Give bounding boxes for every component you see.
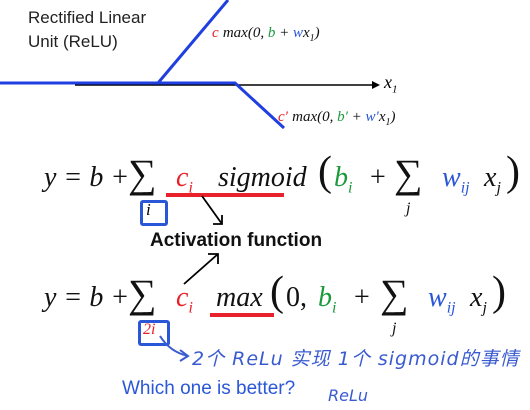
eq1-w: wij: [442, 162, 470, 197]
formula-top-x: x: [302, 25, 310, 41]
formula-top-w: w: [292, 25, 303, 41]
relu-title: Rectified Linear Unit (ReLU): [28, 8, 147, 51]
axis-label-sub: 1: [392, 83, 398, 96]
note-arrow: [159, 335, 190, 362]
eq2-c: ci: [176, 282, 193, 317]
eq2-b: bi: [318, 282, 337, 317]
formula-top-open: (0,: [247, 25, 268, 41]
formula-bottom-sub: 1: [385, 117, 391, 128]
handwritten-answer: ReLu: [328, 386, 369, 405]
formula-bottom-open: (0,: [317, 109, 338, 125]
formula-bottom-close: ): [390, 109, 396, 125]
eq1-paren-close: ): [506, 149, 520, 195]
equation-sigmoid: y = b + ∑ ci sigmoid ( bi + ∑ j wij xj ): [0, 148, 530, 218]
x-axis-arrow: [372, 81, 380, 89]
question-text: Which one is better?: [122, 378, 296, 399]
relu-lower-curve: [0, 81, 286, 130]
eq2-sum2: ∑: [380, 271, 409, 316]
eq1-idx: i: [146, 200, 151, 219]
formula-bottom: c′ max(0, b′ + w′x1): [278, 108, 396, 128]
eq2-paren-open: (: [270, 269, 284, 315]
formula-top-close: ): [314, 25, 320, 41]
eq1-idx2: j: [406, 200, 411, 217]
eq1-sum2: ∑: [394, 151, 423, 196]
eq1-fn: sigmoid: [218, 162, 307, 193]
formula-top-b: b: [267, 25, 276, 41]
formula-bottom-x: x: [378, 109, 386, 125]
eq1-index-box: [140, 200, 168, 226]
equation-relu: y = b + ∑ ci max ( 0, bi + ∑ j wij xj ): [0, 268, 530, 338]
arrow-up-head: [208, 253, 219, 264]
note-arrow-head: [179, 349, 190, 362]
eq2-x: xj: [470, 282, 487, 317]
eq2-paren-close: ): [492, 269, 506, 315]
axis-label-x: x: [384, 72, 392, 92]
eq2-index-box: [138, 320, 170, 346]
eq1-b: bi: [334, 162, 353, 197]
eq1-x: xj: [484, 162, 501, 197]
eq2-lhs: y = b +: [44, 282, 130, 313]
eq2-w: wij: [428, 282, 456, 317]
formula-top: c max(0, b + wx1): [212, 24, 320, 44]
formula-bottom-b: b′: [337, 109, 348, 125]
eq1-lhs: y = b +: [44, 162, 130, 193]
eq2-idx: 2i: [143, 321, 156, 338]
eq1-c: ci: [176, 162, 193, 197]
eq2-sum: ∑: [128, 271, 157, 316]
note-arrow-path: [159, 335, 189, 357]
eq2-fn: max: [216, 282, 263, 313]
formula-bottom-max: max: [292, 109, 318, 125]
formula-top-c: c: [212, 25, 219, 41]
relu-graph: [0, 0, 380, 130]
arrow-down-line: [201, 195, 223, 225]
axis-label: x1: [384, 72, 398, 96]
eq2-idx2: j: [392, 320, 397, 337]
formula-bottom-w: w′: [365, 109, 379, 125]
formula-bottom-plus: +: [347, 109, 366, 125]
eq1-plus: +: [370, 162, 386, 193]
arrow-up-line: [183, 253, 219, 285]
eq1-sum: ∑: [128, 151, 157, 196]
eq1-paren-open: (: [318, 149, 332, 195]
max-underline: [210, 313, 274, 317]
formula-top-max: max: [222, 25, 248, 41]
formula-top-plus: +: [275, 25, 293, 41]
eq2-zero: 0,: [286, 282, 307, 313]
handwritten-note: 2个 ReLu 实现 1个 sigmoid的事情: [192, 348, 520, 370]
formula-bottom-c: c′: [278, 109, 288, 125]
sigmoid-underline: [166, 193, 284, 197]
eq2-plus: +: [354, 282, 370, 313]
arrows: [183, 195, 223, 285]
formula-top-sub: 1: [309, 33, 315, 44]
arrow-down-head: [213, 215, 223, 225]
activation-label: Activation function: [150, 230, 323, 251]
